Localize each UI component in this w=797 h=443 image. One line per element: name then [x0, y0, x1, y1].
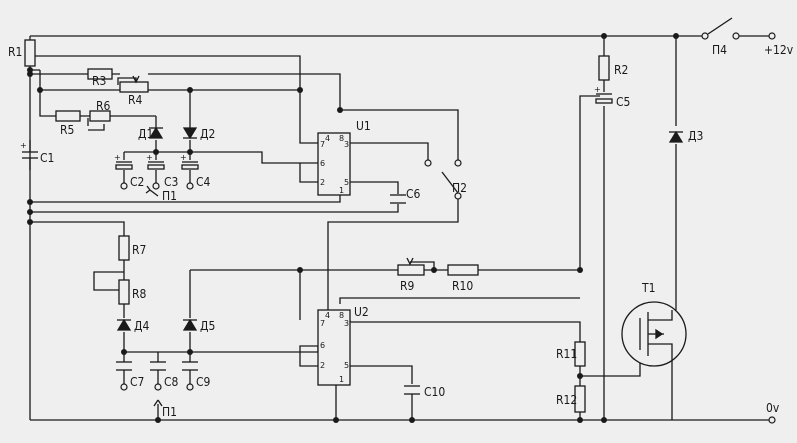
supply-label: +12v — [764, 43, 794, 57]
ground-label: 0v — [766, 401, 780, 415]
capacitor-c2: + C2 — [114, 153, 144, 190]
u1-label: U1 — [356, 119, 371, 133]
diode-d2: Д2 — [182, 127, 215, 141]
r12-label: R12 — [556, 393, 577, 407]
r10-label: R10 — [452, 279, 473, 293]
resistor-r4: R4 — [119, 75, 149, 107]
supply-terminal: +12v — [764, 32, 794, 57]
svg-text:5: 5 — [344, 178, 349, 187]
c10-label: C10 — [424, 385, 445, 399]
r2-label: R2 — [614, 63, 628, 77]
r6-label: R6 — [96, 99, 111, 113]
svg-text:2: 2 — [320, 178, 325, 187]
ic-u1: 4 8 7 3 6 2 5 1 U1 — [317, 119, 371, 196]
c8-label: C8 — [164, 375, 179, 389]
resistor-r12: R12 — [556, 385, 586, 413]
svg-text:4: 4 — [325, 134, 330, 143]
svg-text:6: 6 — [320, 341, 325, 350]
c5-label: C5 — [616, 95, 630, 109]
svg-text:3: 3 — [344, 140, 349, 149]
svg-text:+: + — [594, 85, 601, 94]
svg-text:8: 8 — [339, 134, 344, 143]
t1-label: T1 — [641, 281, 655, 295]
svg-text:7: 7 — [320, 140, 325, 149]
capacitor-c7: C7 — [116, 361, 144, 391]
transistor-t1: T1 — [621, 281, 687, 372]
resistor-r11: R11 — [556, 341, 586, 367]
diode-d1: Д1 — [138, 126, 164, 141]
resistor-r10: R10 — [447, 264, 479, 293]
svg-text:7: 7 — [320, 319, 325, 328]
p1-bottom-label: П1 — [162, 405, 177, 419]
c7-label: C7 — [130, 375, 144, 389]
c1-label: C1 — [40, 151, 54, 165]
diode-d4: Д4 — [116, 318, 149, 333]
d1-label: Д1 — [138, 127, 153, 141]
r3-label: R3 — [92, 74, 106, 88]
r1-label: R1 — [8, 45, 22, 59]
switch-p2: П2 — [424, 159, 467, 200]
capacitor-c10: C10 — [404, 385, 445, 399]
svg-text:+: + — [20, 141, 27, 150]
diode-d5: Д5 — [182, 318, 215, 333]
switch-p1-top: П1 — [145, 185, 177, 203]
capacitor-c4: + C4 — [180, 153, 211, 190]
c3-label: C3 — [164, 175, 178, 189]
resistor-r7: R7 — [118, 235, 146, 261]
r7-label: R7 — [132, 243, 146, 257]
junctions — [27, 33, 679, 423]
capacitor-c8: C8 — [150, 361, 179, 391]
r4-label: R4 — [128, 93, 143, 107]
r5-label: R5 — [60, 123, 74, 137]
p1-top-label: П1 — [162, 189, 177, 203]
svg-text:8: 8 — [339, 311, 344, 320]
switch-p1-bottom: П1 — [153, 399, 177, 419]
svg-text:+: + — [114, 153, 121, 162]
capacitor-c6: C6 — [390, 187, 421, 204]
capacitor-c3: + C3 — [146, 153, 178, 190]
ic-u2: 4 8 7 3 6 2 5 1 U2 — [317, 305, 369, 386]
capacitor-c9: C9 — [182, 361, 211, 391]
d3-label: Д3 — [688, 129, 703, 143]
svg-text:2: 2 — [320, 361, 325, 370]
diode-d3: Д3 — [668, 129, 703, 143]
ground-terminal: 0v — [766, 401, 780, 424]
svg-text:1: 1 — [339, 375, 344, 384]
svg-text:+: + — [146, 153, 153, 162]
d4-label: Д4 — [134, 319, 149, 333]
c6-label: C6 — [406, 187, 421, 201]
svg-text:5: 5 — [344, 361, 349, 370]
c2-label: C2 — [130, 175, 144, 189]
d5-label: Д5 — [200, 319, 215, 333]
r8-label: R8 — [132, 287, 147, 301]
p2-label: П2 — [452, 181, 467, 195]
resistor-r5: R5 — [55, 110, 81, 137]
resistor-r1: R1 — [8, 39, 36, 67]
svg-text:6: 6 — [320, 159, 325, 168]
u2-label: U2 — [354, 305, 369, 319]
svg-text:1: 1 — [339, 186, 344, 195]
capacitor-c5: + C5 — [594, 85, 630, 109]
svg-text:+: + — [180, 153, 187, 162]
resistor-r3: R3 — [87, 68, 113, 88]
p4-label: П4 — [712, 43, 727, 57]
d2-label: Д2 — [200, 127, 215, 141]
resistor-r6: R6 — [89, 99, 111, 122]
resistor-r2: R2 — [598, 55, 628, 81]
svg-text:4: 4 — [325, 311, 330, 320]
capacitor-c1: + C1 — [20, 140, 54, 170]
switch-p4: П4 — [701, 17, 740, 57]
svg-text:3: 3 — [344, 319, 349, 328]
c4-label: C4 — [196, 175, 211, 189]
r11-label: R11 — [556, 347, 577, 361]
resistor-r9: R9 — [397, 257, 425, 293]
c9-label: C9 — [196, 375, 211, 389]
resistor-r8: R8 — [118, 279, 147, 305]
r9-label: R9 — [400, 279, 415, 293]
